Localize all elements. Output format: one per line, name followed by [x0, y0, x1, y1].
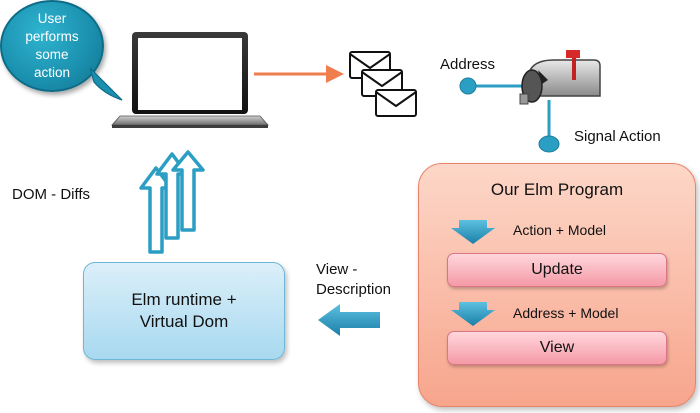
elm-runtime-box: Elm runtime + Virtual Dom — [83, 262, 285, 360]
action-model-arrow — [451, 220, 495, 244]
send-arrow — [254, 65, 344, 83]
laptop-icon — [111, 32, 269, 128]
view-description-label: View - Description — [316, 261, 392, 298]
user-action-bubble: User performs some action — [0, 0, 104, 92]
program-title: Our Elm Program — [490, 180, 624, 199]
envelopes-icon — [349, 51, 417, 117]
address-label: Address — [440, 56, 496, 73]
view-description-arrow — [318, 304, 380, 336]
address-model-arrow — [451, 302, 495, 326]
elm-program-box: Our Elm Program Action + Model Update Ad… — [418, 163, 696, 407]
signal-action-pin — [538, 100, 560, 153]
action-model-label: Action + Model — [513, 222, 606, 238]
dom-diffs-arrows — [139, 150, 205, 254]
dom-diffs-label: DOM - Diffs — [12, 186, 91, 203]
mailbox-icon — [519, 50, 601, 105]
address-pin — [459, 77, 524, 95]
bubble-tail — [90, 67, 123, 101]
signal-action-label: Signal Action — [574, 128, 661, 145]
view-box: View — [447, 331, 667, 365]
update-box: Update — [447, 253, 667, 287]
address-model-label: Address + Model — [513, 305, 619, 321]
